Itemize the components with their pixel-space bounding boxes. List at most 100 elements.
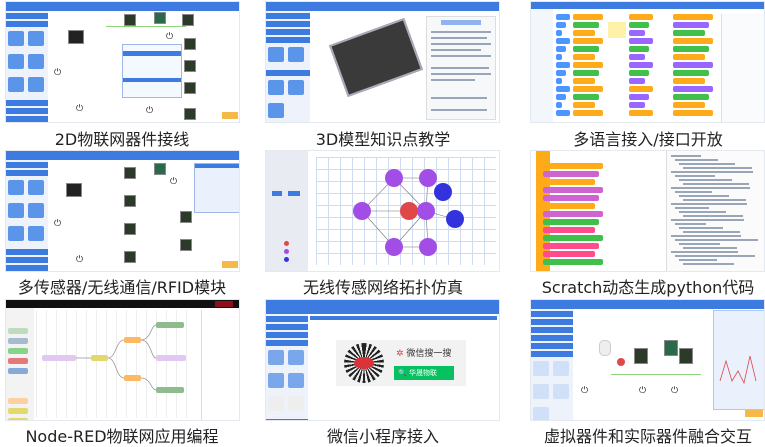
code-block — [543, 195, 599, 201]
code-block — [629, 86, 653, 92]
code-line — [679, 179, 732, 181]
code-block — [573, 70, 599, 76]
code-block — [543, 187, 603, 193]
code-block — [543, 227, 595, 233]
app-header — [266, 2, 499, 11]
code-block — [556, 46, 566, 52]
screenshot-3d-model — [265, 1, 500, 123]
code-block — [673, 38, 713, 44]
code-line — [675, 239, 758, 241]
stage-panel — [721, 14, 764, 122]
code-block — [673, 62, 713, 68]
code-line — [675, 223, 706, 225]
device-sidebar — [6, 160, 48, 271]
code-block — [673, 46, 709, 52]
code-block — [556, 62, 570, 68]
3d-board-model — [329, 17, 423, 98]
code-block — [543, 211, 603, 217]
code-line — [671, 187, 750, 189]
knowledge-panel — [426, 16, 496, 120]
screenshot-virtual-real-fusion: ⏻⏻⏻ — [530, 299, 765, 421]
search-term: 华晟物联 — [408, 369, 437, 377]
code-block — [573, 110, 603, 116]
code-line — [679, 243, 720, 245]
code-block — [543, 219, 599, 225]
code-block — [573, 38, 603, 44]
code-line — [671, 203, 747, 205]
code-block — [556, 102, 562, 108]
wechat-search-label: 微信搜一搜 — [406, 349, 452, 359]
code-block — [543, 235, 603, 241]
code-block — [573, 14, 603, 20]
caption: 多传感器/无线通信/RFID模块 — [17, 278, 227, 297]
code-block — [629, 54, 645, 60]
screenshot-node-red — [5, 299, 240, 421]
code-block — [629, 78, 645, 84]
wechat-search-icon: ✲ — [396, 349, 404, 359]
screenshot-scratch-python — [530, 150, 765, 272]
code-block — [573, 62, 603, 68]
code-line — [675, 159, 718, 161]
sensor-chart-panel — [713, 310, 764, 410]
caption: 多语言接入/接口开放 — [573, 130, 723, 149]
code-block — [573, 30, 595, 36]
code-block — [573, 94, 599, 100]
topology-links — [361, 177, 455, 248]
code-line — [683, 199, 746, 201]
code-line — [675, 191, 712, 193]
code-block — [573, 102, 595, 108]
code-line — [683, 183, 749, 185]
code-line — [679, 211, 726, 213]
code-block — [673, 70, 709, 76]
code-block — [673, 22, 709, 28]
code-line — [683, 231, 740, 233]
code-block — [629, 94, 649, 100]
code-block — [573, 54, 595, 60]
code-block — [573, 86, 603, 92]
code-block — [573, 78, 595, 84]
code-block — [629, 30, 645, 36]
code-line — [679, 195, 729, 197]
rfid-config-panel — [194, 163, 239, 213]
screenshot-multi-sensor: ⏻⏻⏻ — [5, 150, 240, 272]
code-block — [543, 243, 599, 249]
code-line — [671, 155, 701, 157]
settings-panel — [266, 151, 308, 271]
device-sidebar — [531, 309, 573, 420]
code-block — [543, 259, 603, 265]
code-block — [673, 110, 713, 116]
code-block — [556, 38, 570, 44]
code-block — [573, 22, 599, 28]
code-block — [556, 86, 570, 92]
code-block — [543, 171, 599, 177]
screenshot-scratch-multilang — [530, 1, 765, 123]
caption: Node-RED物联网应用编程 — [25, 427, 219, 446]
caption: 2D物联网器件接线 — [54, 130, 190, 149]
code-line — [679, 163, 735, 165]
screenshot-wsn-topology — [265, 150, 500, 272]
device-sidebar — [6, 11, 48, 122]
code-block — [543, 163, 603, 169]
caption: 3D模型知识点教学 — [315, 130, 451, 149]
code-block — [556, 30, 562, 36]
code-block — [573, 46, 599, 52]
device-sidebar — [266, 11, 310, 122]
code-block — [629, 62, 653, 68]
app-header — [6, 2, 239, 11]
code-block — [629, 70, 649, 76]
code-block — [556, 110, 570, 116]
config-dialog — [122, 44, 182, 98]
code-line — [679, 259, 717, 261]
wechat-search-card: ✲ 微信搜一搜 🔍 华晟物联 — [336, 340, 466, 386]
code-block — [673, 54, 705, 60]
python-code-panel — [666, 151, 764, 271]
code-block — [673, 94, 709, 100]
code-line — [671, 219, 744, 221]
screenshot-wechat: ✲ 微信搜一搜 🔍 华晟物联 — [265, 299, 500, 421]
screenshot-2d-wiring: ⏻⏻⏻⏻ — [5, 1, 240, 123]
code-block — [629, 14, 653, 20]
code-block — [673, 30, 705, 36]
code-block — [673, 86, 713, 92]
caption: 微信小程序接入 — [326, 427, 439, 446]
code-block — [556, 22, 566, 28]
